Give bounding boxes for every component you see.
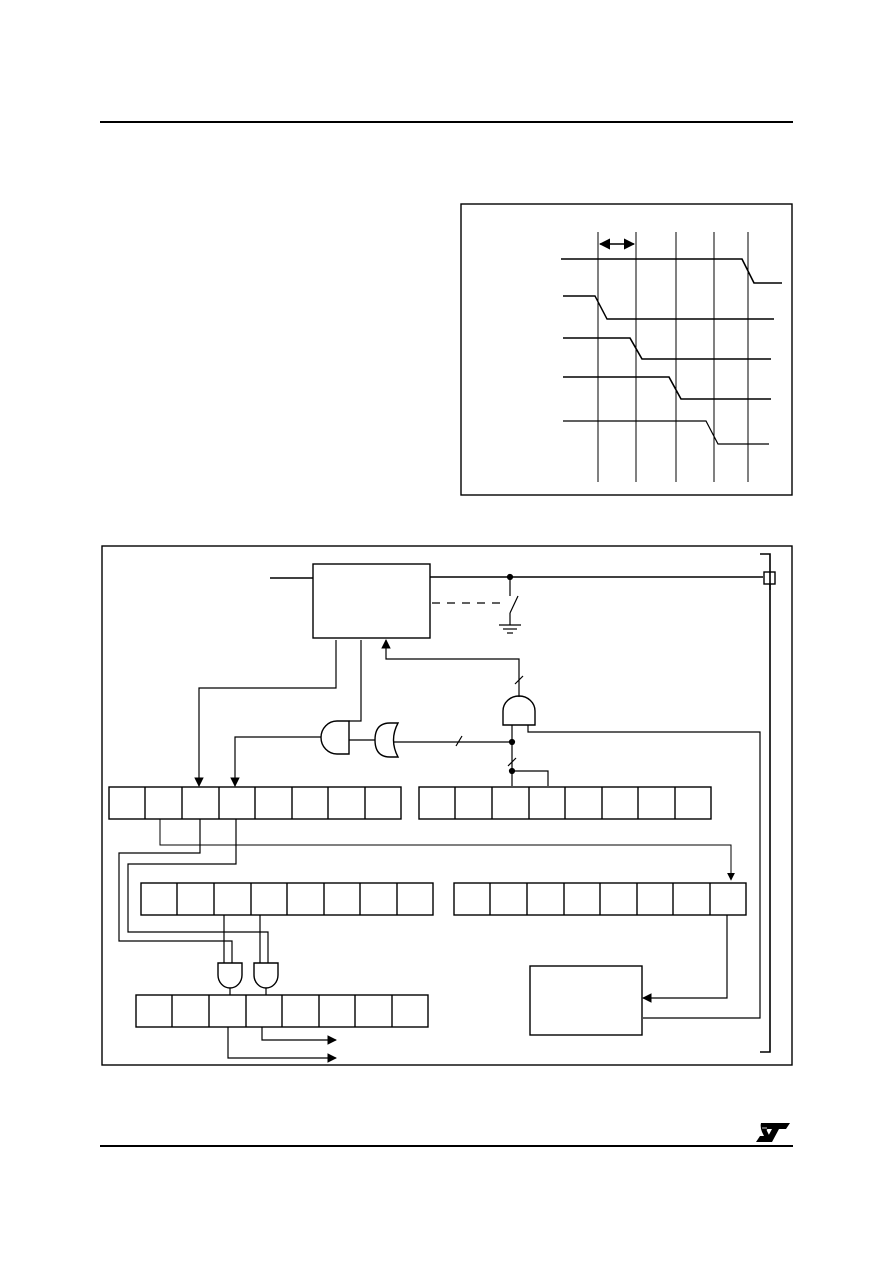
top-block: [312, 563, 431, 639]
right-and-gate: [502, 695, 536, 726]
register-upper-right: [418, 786, 712, 820]
switch-blade: [509, 595, 519, 614]
timing-signal-2: [563, 295, 774, 320]
lower-and-gate-1: [217, 962, 243, 989]
or-gate: [374, 722, 400, 758]
block-diagram-frame: [101, 545, 793, 1066]
st-logo-icon: [756, 1123, 790, 1142]
register-middle-left: [140, 882, 434, 916]
timing-diagram: [460, 203, 793, 496]
timing-signal-1: [561, 258, 782, 284]
footer-rule: [100, 1145, 793, 1147]
header-rule: [100, 121, 793, 123]
timing-signal-4: [563, 376, 771, 400]
slash-mark-1: [514, 675, 524, 685]
and-to-block-arrow: [381, 639, 520, 697]
block-diagram: [101, 545, 793, 1066]
right-bus-bracket: [760, 553, 771, 1053]
slash-mark-3: [455, 735, 463, 747]
timing-signal-5: [563, 420, 769, 445]
lower-and-gate-2: [253, 962, 279, 989]
timing-signal-3: [563, 337, 771, 360]
register-upper-left: [108, 786, 402, 820]
time-marker-lines: [597, 232, 749, 482]
register-middle-right: [453, 882, 747, 916]
slash-mark-2: [507, 757, 517, 767]
left-and-gate: [320, 720, 350, 755]
timing-frame: [460, 203, 793, 496]
register-lower-left: [135, 994, 429, 1028]
bottom-right-block: [529, 965, 643, 1036]
